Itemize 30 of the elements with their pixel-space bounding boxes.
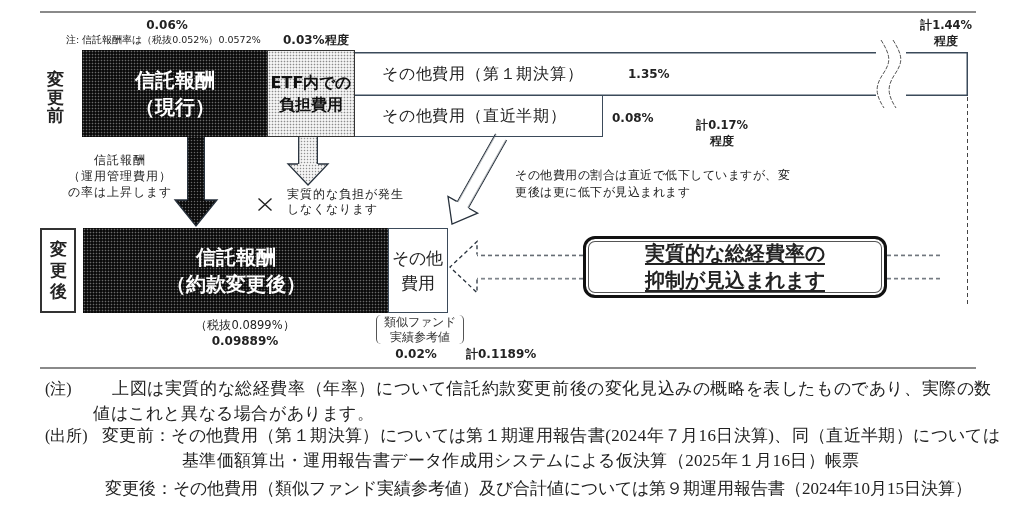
value-label: （税抜0.0899%） bbox=[194, 317, 296, 333]
value-label: 0.09889% bbox=[210, 333, 280, 349]
footnote-text: 上図は実質的な総経費率（年率）について信託約款変更前後の変化見込みの概略を表したものであり、実際の数値はこれと異なる場合があります。 bbox=[93, 378, 993, 425]
note-marker: (出所) bbox=[45, 426, 88, 447]
note-text: その他費用の割合は直近で低下していますが、変更後は更に低下が見込まれます bbox=[515, 167, 791, 201]
bracketed-note: 類似ファンド実績参考値 bbox=[376, 315, 464, 344]
cost-bar-segment: その他費用 bbox=[388, 228, 448, 313]
cost-bar-segment: 信託報酬（約款変更後） bbox=[83, 228, 388, 313]
cost-bar-segment: 信託報酬（現行） bbox=[82, 50, 267, 137]
callout-box: 実質的な総経費率の抑制が見込まれます bbox=[583, 236, 887, 298]
note-text: 注: 信託報酬率は（税抜0.052%）0.0572% bbox=[66, 33, 261, 46]
value-label: 0.08% bbox=[612, 110, 654, 126]
note-text: 実質的な負担が発生しなくなります bbox=[287, 187, 411, 217]
value-label: 0.06% bbox=[145, 17, 189, 33]
bar-label: その他費用（第１期決算） bbox=[382, 63, 584, 85]
cost-bar-segment: ETF内での負担費用 bbox=[267, 50, 355, 137]
footnote-text: 変更前：その他費用（第１期決算）については第１期運用報告書(2024年７月16日決算)、同（直近半期）については基準価額算出・運用報告書データ作成用システムによる仮決算（2025年１月16日）帳票 bbox=[102, 425, 1001, 472]
value-label: 1.35% bbox=[628, 66, 670, 82]
cost-bar-segment bbox=[355, 52, 968, 96]
note-marker: (注) bbox=[45, 379, 72, 400]
value-label: 0.03%程度 bbox=[283, 32, 349, 48]
cost-bar-segment: その他費用（直近半期） bbox=[355, 96, 603, 137]
total-label: 計0.17%程度 bbox=[695, 117, 750, 149]
note-text: 信託報酬（運用管理費用）の率は上昇します bbox=[67, 152, 173, 200]
footnote-text: 変更後：その他費用（類似ファンド実績参考値）及び合計値については第９期運用報告書（2024年10月15日決算） bbox=[105, 478, 973, 500]
row-label: 変更前 bbox=[47, 70, 64, 124]
total-label: 計0.1189% bbox=[466, 346, 537, 362]
total-label: 計1.44%程度 bbox=[919, 17, 974, 49]
label-box: 変更後 bbox=[40, 228, 76, 313]
value-label: 0.02% bbox=[394, 346, 438, 362]
